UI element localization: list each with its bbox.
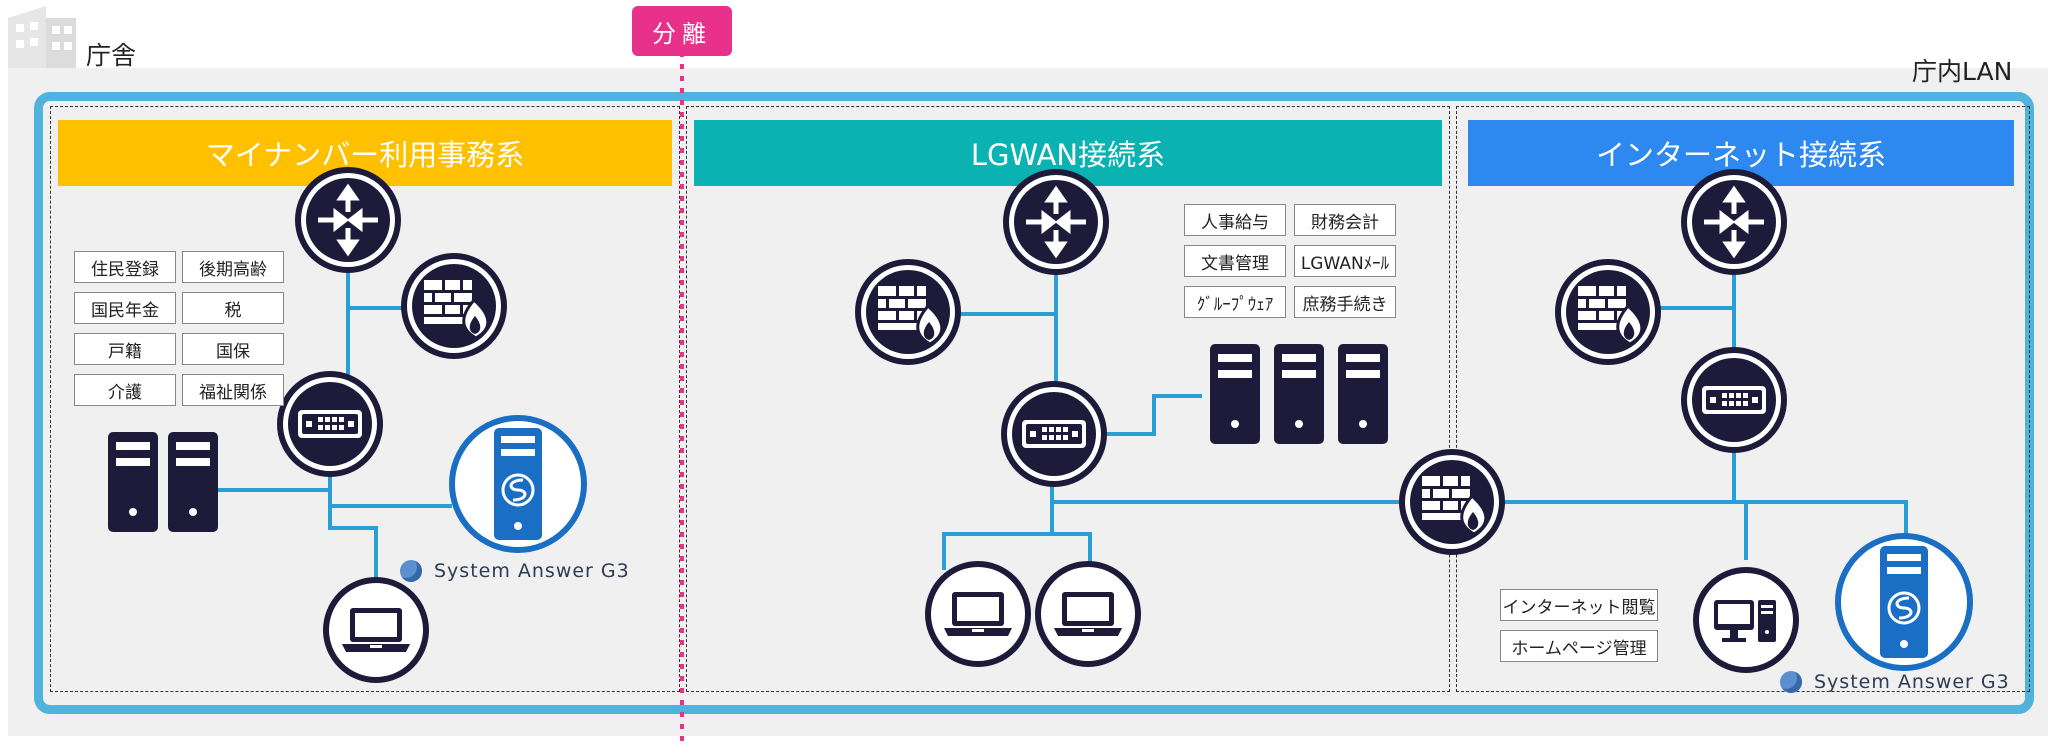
firewall-icon (1558, 262, 1658, 362)
task-tag: 庶務手続き (1294, 286, 1396, 318)
task-tag: 住民登録 (74, 251, 176, 283)
zone-mynumber (50, 106, 680, 692)
desktop-icon (1696, 570, 1796, 670)
task-tag: 文書管理 (1184, 245, 1286, 277)
building-label: 庁舎 (86, 41, 137, 70)
task-tag: 国民年金 (74, 292, 176, 324)
firewall-icon (404, 256, 504, 356)
task-tag: 後期高齢 (182, 251, 284, 283)
task-tag: LGWANﾒｰﾙ (1294, 245, 1396, 277)
server-icon (1274, 344, 1324, 444)
task-tag: 国保 (182, 333, 284, 365)
zone-title-lgwan: LGWAN接続系 (970, 138, 1166, 172)
server-icon (1210, 344, 1260, 444)
system-answer-server-icon (452, 418, 584, 550)
brand-label: System Answer G3 (1780, 671, 2010, 693)
system-answer-server-icon (1838, 536, 1970, 668)
task-tag: インターネット閲覧 (1500, 589, 1658, 621)
server-icon (1338, 344, 1388, 444)
laptop-icon (326, 580, 426, 680)
zone-title-internet: インターネット接続系 (1595, 138, 1886, 172)
switch-icon (1684, 350, 1784, 450)
server-icon (168, 432, 218, 532)
router-icon (298, 170, 398, 270)
firewall-icon (858, 262, 958, 362)
zone-internet (1456, 106, 2030, 692)
switch-icon (1004, 384, 1104, 484)
lan-label: 庁内LAN (1912, 57, 2013, 86)
brand-name: System Answer G3 (1814, 671, 2010, 693)
laptop-icon (928, 564, 1028, 664)
switch-icon (280, 374, 380, 474)
task-tag: ホームページ管理 (1500, 630, 1658, 662)
task-tag: 戸籍 (74, 333, 176, 365)
task-tag: 福祉関係 (182, 374, 284, 406)
brand-name: System Answer G3 (434, 560, 630, 582)
task-tag: 介護 (74, 374, 176, 406)
router-icon (1006, 172, 1106, 272)
brand-logo-icon (1780, 671, 1802, 693)
task-tag: 人事給与 (1184, 204, 1286, 236)
brand-label: System Answer G3 (400, 560, 630, 582)
task-tag: 税 (182, 292, 284, 324)
boundary-firewall-icon (1402, 452, 1502, 552)
task-tag: ｸﾞﾙｰﾌﾟｳｪｱ (1184, 286, 1286, 318)
router-icon (1684, 172, 1784, 272)
separator-label: 分離 (652, 19, 712, 48)
separator-badge: 分離 (632, 6, 732, 56)
task-tag: 財務会計 (1294, 204, 1396, 236)
building-icon (6, 4, 78, 68)
zone-lgwan (686, 106, 1450, 692)
laptop-icon (1038, 564, 1138, 664)
brand-logo-icon (400, 560, 422, 582)
server-icon (108, 432, 158, 532)
zone-title-mynumber: マイナンバー利用事務系 (205, 138, 525, 172)
